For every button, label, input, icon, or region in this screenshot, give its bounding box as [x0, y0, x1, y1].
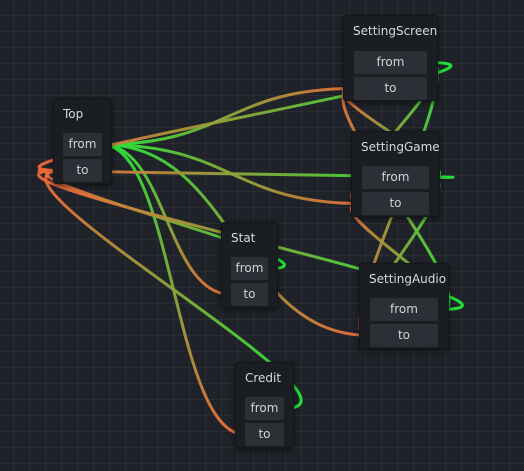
node-title: Stat	[231, 231, 256, 245]
connection-wire-top-to-setting-game[interactable]	[100, 143, 364, 205]
from-port[interactable]: from	[245, 397, 284, 420]
node-stat[interactable]: Stat from to	[221, 222, 278, 308]
connection-wire-top-to-setting-screen[interactable]	[100, 87, 356, 146]
to-port[interactable]: to	[231, 283, 268, 306]
from-port[interactable]: from	[370, 298, 438, 321]
connection-wire-top-to-stat[interactable]	[100, 143, 233, 296]
node-title: Top	[63, 107, 84, 121]
to-port[interactable]: to	[63, 159, 102, 182]
node-setting-audio[interactable]: SettingAudio from to	[359, 263, 449, 349]
from-port[interactable]: from	[63, 133, 102, 156]
to-port[interactable]: to	[370, 324, 438, 347]
node-credit[interactable]: Credit from to	[235, 362, 294, 448]
to-port[interactable]: to	[245, 423, 284, 446]
node-title: SettingGame	[361, 140, 440, 154]
node-top[interactable]: Top from to	[53, 98, 112, 184]
node-setting-screen[interactable]: SettingScreen from to	[343, 15, 438, 101]
from-port[interactable]: from	[354, 51, 427, 74]
node-setting-game[interactable]: SettingGame from to	[351, 131, 440, 217]
to-port[interactable]: to	[354, 77, 427, 100]
node-title: Credit	[245, 371, 282, 385]
from-port[interactable]: from	[362, 166, 429, 189]
to-port[interactable]: to	[362, 192, 429, 215]
node-title: SettingAudio	[369, 272, 447, 286]
from-port[interactable]: from	[231, 257, 268, 280]
node-title: SettingScreen	[353, 24, 438, 38]
